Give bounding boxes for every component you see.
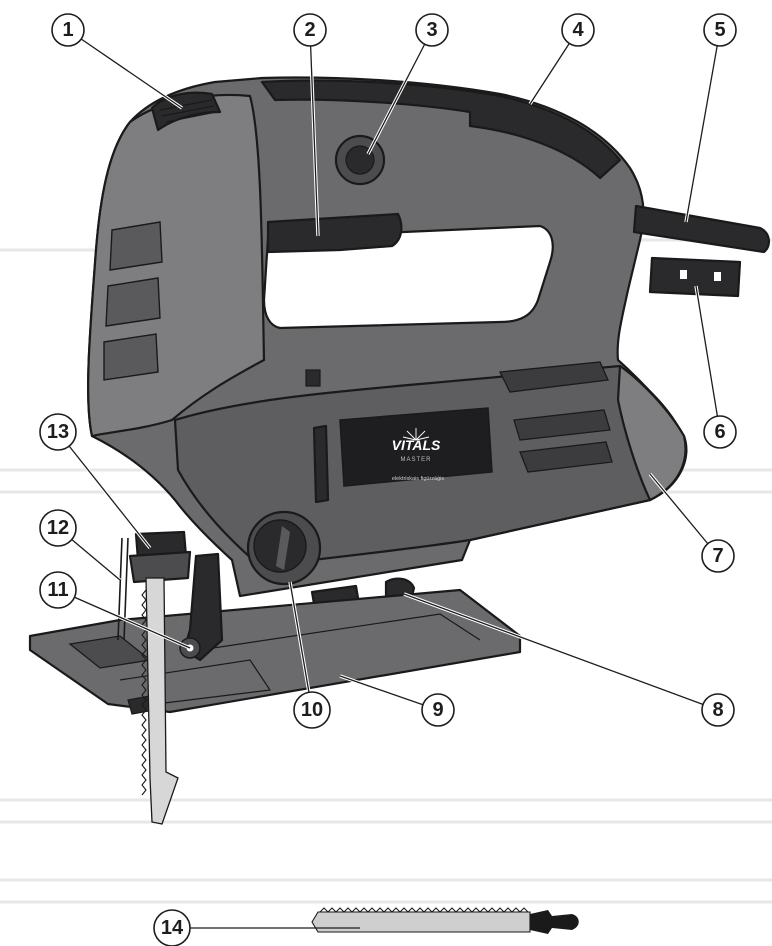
callout-5: 5: [703, 13, 737, 47]
callout-label: 11: [47, 579, 68, 601]
callout-9: 9: [421, 693, 455, 727]
callout-label: 9: [432, 699, 443, 721]
callout-label: 10: [301, 699, 323, 721]
brand-sub: MASTER: [400, 457, 431, 463]
callout-11: 11: [39, 571, 77, 609]
spare-blade: [311, 907, 579, 934]
callout-10: 10: [293, 691, 331, 729]
callouts: 1 2 3 4 5 6 7 8 9 10 11 12 13 14: [39, 13, 737, 946]
rear-vents: [498, 361, 613, 473]
callout-label: 4: [572, 19, 584, 41]
callout-label: 13: [47, 421, 69, 443]
brand-plate: VITALS MASTER elektriskais figūrzāģis: [339, 407, 493, 487]
bevel-knob: [246, 510, 322, 586]
front-vents: [103, 221, 163, 381]
callout-6: 6: [703, 415, 737, 449]
leader-lines: [56, 28, 722, 929]
callout-label: 12: [47, 517, 69, 539]
callout-13: 13: [39, 413, 77, 451]
dust-blower-switch: [334, 134, 386, 186]
callout-label: 14: [161, 917, 184, 939]
callout-8: 8: [701, 693, 735, 727]
jigsaw-body: VITALS MASTER elektriskais figūrzāģis: [87, 76, 770, 618]
blade-clamp: [117, 530, 224, 662]
callout-3: 3: [415, 13, 449, 47]
callout-7: 7: [701, 539, 735, 573]
saw-blade: [141, 577, 179, 825]
callout-1: 1: [51, 13, 85, 47]
callout-label: 5: [714, 19, 725, 41]
callout-label: 2: [304, 19, 315, 41]
callout-4: 4: [561, 13, 595, 47]
callout-12: 12: [39, 509, 77, 547]
callout-label: 1: [62, 19, 73, 41]
callout-2: 2: [293, 13, 327, 47]
speed-dial: [150, 91, 222, 132]
callout-label: 6: [714, 421, 725, 443]
callout-label: 8: [712, 699, 723, 721]
cable-sleeve: [632, 204, 770, 298]
callout-label: 7: [712, 545, 723, 567]
callout-14: 14: [153, 909, 191, 946]
brand-logo: VITALS: [392, 437, 441, 453]
brand-caption: elektriskais figūrzāģis: [392, 475, 445, 482]
callout-label: 3: [426, 19, 437, 41]
